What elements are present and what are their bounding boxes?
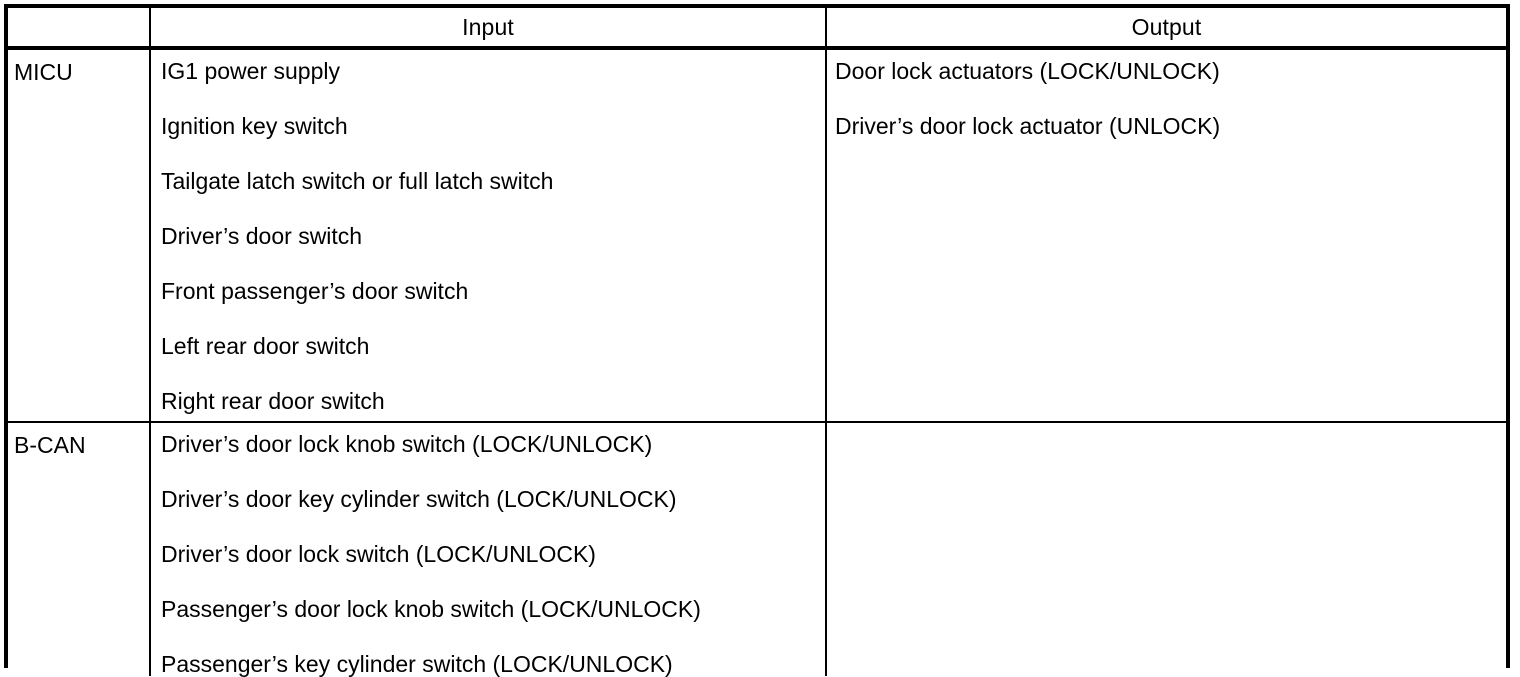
input-list-bcan: Driver’s door lock knob switch (LOCK/UNL…	[161, 433, 825, 676]
list-item: Front passenger’s door switch	[161, 278, 469, 304]
group-label-micu: MICU	[14, 59, 73, 85]
row-output-cell-micu: Door lock actuators (LOCK/UNLOCK) Driver…	[826, 48, 1506, 422]
list-item: Right rear door switch	[161, 388, 385, 414]
input-output-table: Input Output MICU IG1 power supply Ignit…	[8, 8, 1506, 676]
io-table-container: Input Output MICU IG1 power supply Ignit…	[4, 4, 1510, 676]
list-item: Ignition key switch	[161, 113, 348, 139]
list-item: Driver’s door switch	[161, 223, 363, 249]
header-input-cell: Input	[150, 8, 827, 50]
row-label-cell-bcan: B-CAN	[8, 421, 151, 676]
list-item: Tailgate latch switch or full latch swit…	[161, 168, 554, 194]
row-input-cell-micu: IG1 power supply Ignition key switch Tai…	[150, 48, 827, 422]
row-output-cell-bcan	[826, 421, 1506, 676]
list-item: Driver’s door key cylinder switch (LOCK/…	[161, 486, 677, 512]
list-item: Driver’s door lock actuator (UNLOCK)	[835, 113, 1221, 139]
list-item: Passenger’s door lock knob switch (LOCK/…	[161, 596, 701, 622]
list-item: Driver’s door lock knob switch (LOCK/UNL…	[161, 431, 653, 457]
table-row-micu: MICU IG1 power supply Ignition key switc…	[8, 48, 1506, 422]
output-list-micu: Door lock actuators (LOCK/UNLOCK) Driver…	[835, 60, 1506, 138]
row-label-cell-micu: MICU	[8, 48, 151, 422]
list-item: Left rear door switch	[161, 333, 370, 359]
list-item: Driver’s door lock switch (LOCK/UNLOCK)	[161, 541, 596, 567]
list-item: Passenger’s key cylinder switch (LOCK/UN…	[161, 651, 673, 677]
header-output-cell: Output	[826, 8, 1506, 50]
table-row-bcan: B-CAN Driver’s door lock knob switch (LO…	[8, 421, 1506, 676]
list-item: Door lock actuators (LOCK/UNLOCK)	[835, 58, 1220, 84]
row-input-cell-bcan: Driver’s door lock knob switch (LOCK/UNL…	[150, 421, 827, 676]
group-label-bcan: B-CAN	[14, 432, 86, 458]
header-corner-cell	[8, 8, 151, 50]
input-list-micu: IG1 power supply Ignition key switch Tai…	[161, 60, 825, 413]
list-item: IG1 power supply	[161, 58, 340, 84]
table-header-row: Input Output	[8, 8, 1506, 50]
